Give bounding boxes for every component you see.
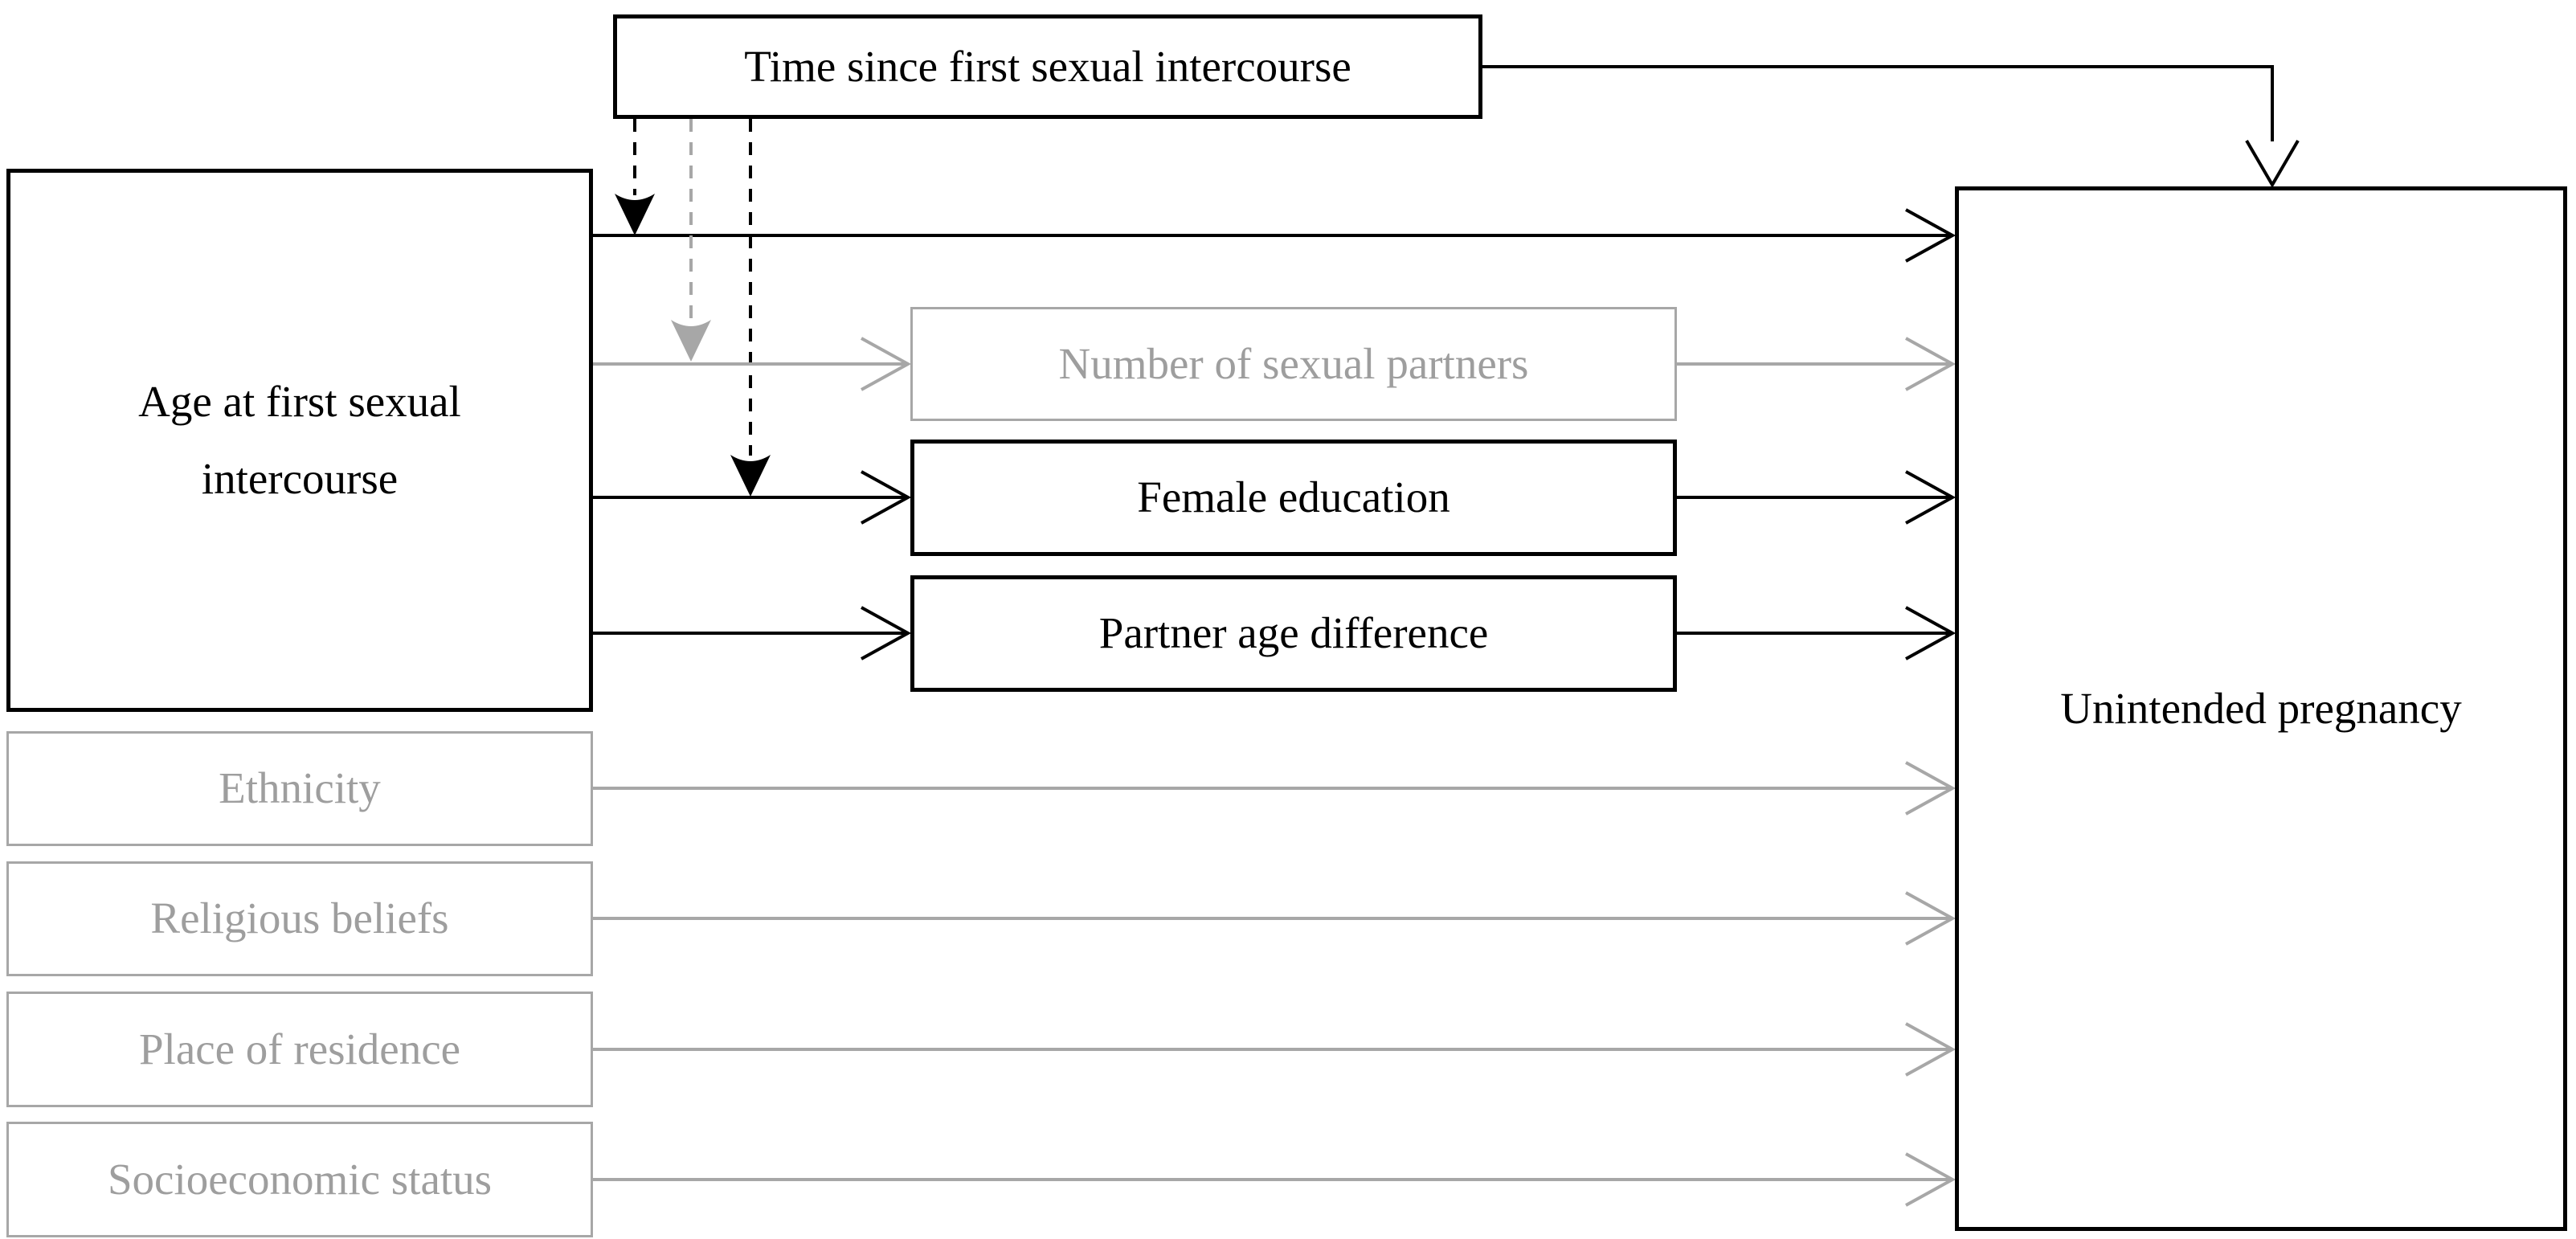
edge-ethnicity-to-pregnancy-arrowhead bbox=[1905, 761, 1957, 816]
node-time-since-first-intercourse: Time since first sexual intercourse bbox=[613, 14, 1482, 119]
node-pregnancy-label: Unintended pregnancy bbox=[2060, 683, 2462, 733]
edge-time-dashed-to-age-pregnancy-arrowhead bbox=[615, 194, 655, 235]
node-ethnicity: Ethnicity bbox=[6, 731, 593, 846]
edge-residence-to-pregnancy-arrowhead bbox=[1905, 1022, 1957, 1077]
node-partners-label: Number of sexual partners bbox=[1058, 338, 1529, 388]
edge-age-to-agediff-arrowhead bbox=[861, 606, 912, 660]
edge-time-to-pregnancy-arrowhead bbox=[2245, 139, 2300, 188]
edge-age-to-education-arrowhead bbox=[861, 470, 912, 525]
node-religious-beliefs: Religious beliefs bbox=[6, 861, 593, 976]
node-number-of-sexual-partners: Number of sexual partners bbox=[910, 307, 1677, 421]
node-time-label: Time since first sexual intercourse bbox=[744, 41, 1351, 91]
edge-religion-to-pregnancy-arrowhead bbox=[1905, 891, 1957, 946]
node-ethnicity-label: Ethnicity bbox=[219, 763, 381, 813]
node-age-at-first-intercourse: Age at first sexual intercourse bbox=[6, 169, 593, 712]
edge-age-to-partners-arrowhead bbox=[861, 337, 912, 391]
node-unintended-pregnancy: Unintended pregnancy bbox=[1955, 186, 2567, 1231]
edge-ses-to-pregnancy-arrowhead bbox=[1905, 1152, 1957, 1207]
node-education-label: Female education bbox=[1137, 472, 1450, 522]
edge-age-to-pregnancy-arrowhead bbox=[1905, 208, 1957, 263]
edge-time-to-pregnancy bbox=[1482, 65, 2274, 141]
edge-time-dashed-to-education-arrowhead bbox=[730, 455, 771, 497]
node-female-education: Female education bbox=[910, 440, 1677, 556]
node-residence-label: Place of residence bbox=[138, 1024, 461, 1073]
edge-education-to-pregnancy-arrowhead bbox=[1905, 470, 1957, 525]
node-partner-age-difference: Partner age difference bbox=[910, 575, 1677, 692]
node-ses-label: Socioeconomic status bbox=[107, 1154, 493, 1204]
edge-partners-to-pregnancy-arrowhead bbox=[1905, 337, 1957, 391]
node-age-label: Age at first sexual intercourse bbox=[138, 376, 461, 503]
node-socioeconomic-status: Socioeconomic status bbox=[6, 1122, 593, 1237]
node-place-of-residence: Place of residence bbox=[6, 992, 593, 1107]
edge-time-dashed-to-partners-arrowhead bbox=[671, 320, 711, 362]
node-agediff-label: Partner age difference bbox=[1098, 608, 1489, 658]
node-religion-label: Religious beliefs bbox=[150, 893, 449, 943]
edge-agediff-to-pregnancy-arrowhead bbox=[1905, 606, 1957, 660]
